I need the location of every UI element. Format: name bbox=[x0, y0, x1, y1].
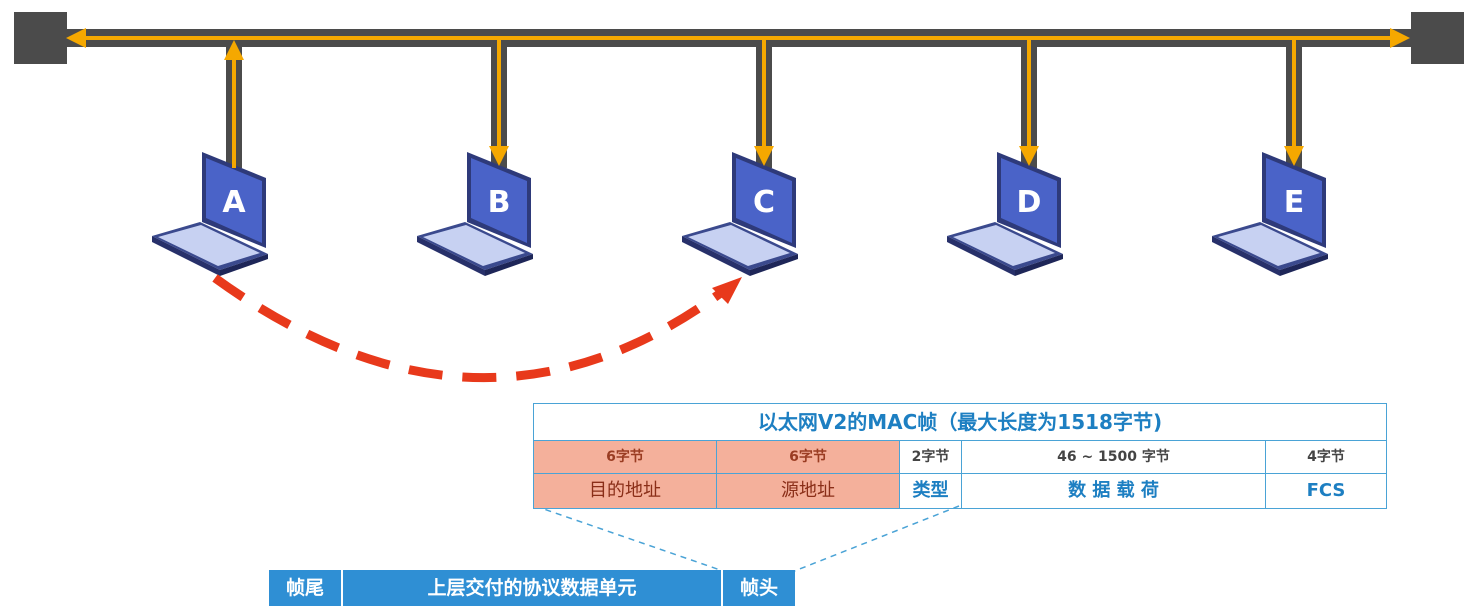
host-label: B bbox=[488, 185, 511, 220]
mapping-line bbox=[534, 505, 727, 573]
host-label: A bbox=[222, 185, 246, 220]
laptop-icon: C bbox=[682, 152, 798, 276]
laptop-icon: A bbox=[152, 152, 268, 276]
unicast-arrow bbox=[212, 274, 725, 383]
field-size-row: 6字节 6字节 2字节 46 ~ 1500 字节 4字节 bbox=[534, 441, 1386, 474]
broadcast-signal bbox=[66, 28, 1410, 168]
field-name-row: 目的地址 源地址 类型 数 据 载 荷 FCS bbox=[534, 474, 1386, 508]
upper-layer-pdu: 上层交付的协议数据单元 bbox=[343, 570, 723, 606]
frame-trailer: 帧尾 bbox=[269, 570, 343, 606]
type-field: 类型 bbox=[900, 474, 962, 508]
fcs-size: 4字节 bbox=[1307, 449, 1345, 465]
host-label: E bbox=[1284, 185, 1305, 220]
laptop-icon: E bbox=[1212, 152, 1328, 276]
mapping-line bbox=[791, 505, 960, 573]
laptop-icon: D bbox=[947, 152, 1063, 276]
frame-header: 帧头 bbox=[723, 570, 795, 606]
mac-frame-table: 以太网V2的MAC帧（最大长度为1518字节) 6字节 6字节 2字节 46 ~… bbox=[533, 403, 1387, 509]
host-label: D bbox=[1017, 185, 1042, 220]
fcs-field: FCS bbox=[1306, 480, 1346, 501]
dest-address-field: 目的地址 bbox=[534, 474, 717, 508]
type-size: 2字节 bbox=[900, 441, 962, 473]
dest-address-size: 6字节 bbox=[534, 441, 717, 473]
mac-frame-title: 以太网V2的MAC帧（最大长度为1518字节) bbox=[534, 404, 1386, 441]
laptop-icon: B bbox=[417, 152, 533, 276]
pdu-bar: 帧尾 上层交付的协议数据单元 帧头 bbox=[269, 570, 795, 606]
payload-field: 数 据 载 荷 bbox=[962, 474, 1266, 508]
src-address-field: 源地址 bbox=[717, 474, 900, 508]
payload-size: 46 ~ 1500 字节 bbox=[962, 441, 1266, 473]
src-address-size: 6字节 bbox=[717, 441, 900, 473]
bus-terminator-right bbox=[1411, 12, 1464, 64]
bus-terminator-left bbox=[14, 12, 67, 64]
unicast-arrowhead bbox=[712, 277, 742, 304]
host-label: C bbox=[753, 185, 775, 220]
